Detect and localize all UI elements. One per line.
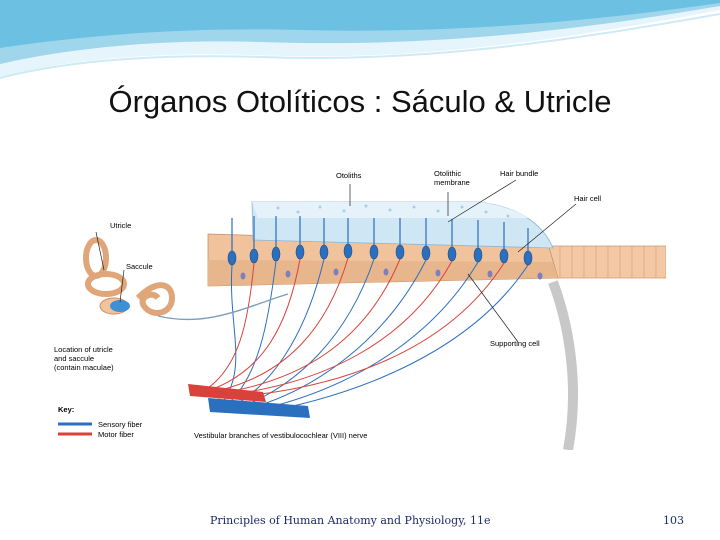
legend-label-motor: Motor fiber xyxy=(98,430,134,439)
label-saccule: Saccule xyxy=(126,262,153,271)
label-otoliths: Otoliths xyxy=(336,171,362,180)
label-location-1: Location of utricle xyxy=(54,345,113,354)
label-hair-bundle: Hair bundle xyxy=(500,169,538,178)
supporting-cell-nuclei xyxy=(240,268,543,280)
legend: Key: Sensory fiber Motor fiber xyxy=(58,405,143,439)
epithelium-right xyxy=(547,245,666,279)
label-location-2: and saccule xyxy=(54,354,94,363)
hair-bundles xyxy=(231,216,529,251)
label-utricle: Utricle xyxy=(110,221,131,230)
label-otolithic-membrane-2: membrane xyxy=(434,178,470,187)
header-wave-decoration xyxy=(0,0,720,79)
label-hair-cell: Hair cell xyxy=(574,194,601,203)
label-otolithic-membrane-1: Otolithic xyxy=(434,169,461,178)
motor-fibers xyxy=(207,257,505,399)
otolithic-membrane xyxy=(251,201,554,249)
hair-cells xyxy=(227,243,533,266)
inner-ear-illustration xyxy=(83,237,289,321)
legend-label-sensory: Sensory fiber xyxy=(98,420,143,429)
page-number: 103 xyxy=(663,514,684,527)
label-location-3: (contain maculae) xyxy=(54,363,114,372)
slide-title: Órganos Otolíticos : Sáculo & Utricle xyxy=(108,84,612,119)
legend-title: Key: xyxy=(58,405,74,414)
leader-lines xyxy=(95,179,577,343)
label-supporting-cell: Supporting cell xyxy=(490,339,540,348)
otolithic-organ-diagram: Otoliths Otolithic membrane Hair bundle … xyxy=(48,166,666,450)
vestibular-nerve-bundle xyxy=(188,384,310,418)
label-nerve: Vestibular branches of vestibulocochlear… xyxy=(194,431,367,440)
nerve-shadow xyxy=(548,280,578,450)
footer-text: Principles of Human Anatomy and Physiolo… xyxy=(210,514,491,527)
